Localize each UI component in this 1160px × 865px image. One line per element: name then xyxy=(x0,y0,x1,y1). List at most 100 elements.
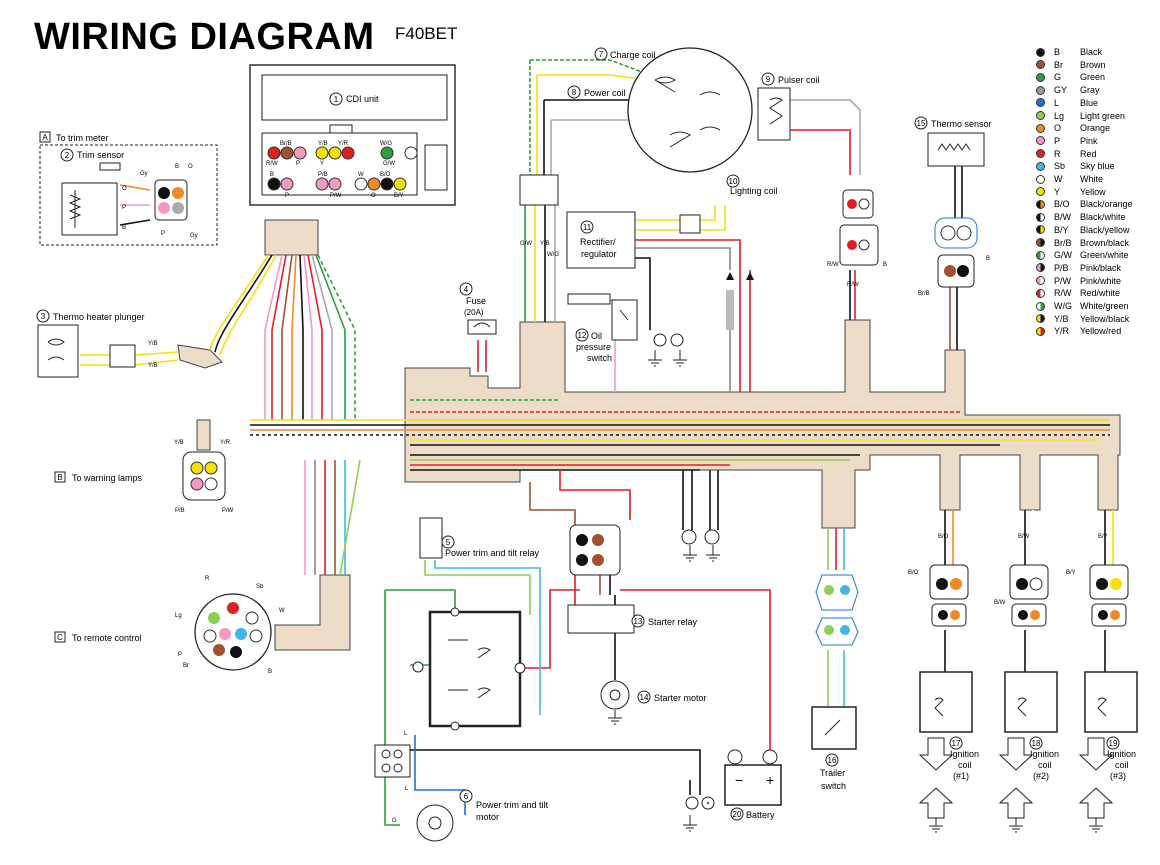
legend-color-name: Pink xyxy=(1080,135,1098,146)
legend-color-name: Brown/black xyxy=(1080,237,1130,248)
pt-motor-label-2: motor xyxy=(476,812,499,822)
power-coil-number: 8 xyxy=(572,88,577,97)
legend-abbr: Y xyxy=(1054,186,1061,197)
warning-wire-label: Y/R xyxy=(220,440,231,446)
ign-wire-label: B/W xyxy=(1018,534,1030,540)
plunger-wire-label: Y/B xyxy=(148,363,158,369)
fuse-number: 4 xyxy=(464,285,469,294)
power-trim-motor: 6 Power trim and tilt motor G L L xyxy=(374,731,549,842)
motor-wire-label: L xyxy=(405,786,409,792)
legend-color-name: Black/white xyxy=(1080,212,1126,223)
trim-wire-label: Gy xyxy=(140,171,148,177)
battery: − + 20 Battery xyxy=(685,749,782,821)
ign3-label: Ignition xyxy=(1107,749,1136,759)
pulser-wire-label: R/W xyxy=(847,282,859,288)
color-swatch-icon xyxy=(1036,111,1045,120)
remote-wire-label: P xyxy=(178,652,182,658)
legend-color-name: Light green xyxy=(1080,110,1126,121)
charge-coil-number: 7 xyxy=(599,50,604,59)
trim-wire-label: P xyxy=(161,231,165,237)
stator-wire-label: Y/B xyxy=(540,241,550,247)
legend-color-name: Pink/black xyxy=(1080,262,1122,273)
starter-motor-label: Starter motor xyxy=(654,693,707,703)
pt-relay-number: 5 xyxy=(446,538,451,547)
oil-switch-label: Oil xyxy=(591,331,602,341)
warning-wire-label: Y/B xyxy=(174,440,184,446)
ign1-label-3: (#1) xyxy=(953,771,969,781)
harness-wires xyxy=(80,59,1114,826)
cdi-pin-label: Br/B xyxy=(280,141,292,147)
battery-minus-icon: − xyxy=(735,772,743,788)
legend-abbr: B/Y xyxy=(1054,224,1069,235)
legend-color-name: Pink/white xyxy=(1080,275,1122,286)
legend-color-name: Green xyxy=(1080,72,1106,83)
stator-wire-label: W/G xyxy=(547,252,559,258)
cdi-pin-label: W xyxy=(358,172,364,178)
trim-wire-label: O xyxy=(122,186,127,192)
rectifier-regulator: 11 Rectifier/ regulator xyxy=(566,211,754,330)
cdi-pin-label: P/B xyxy=(318,172,328,178)
cdi-pin-label: B xyxy=(270,172,274,178)
cdi-pin-label: P/W xyxy=(330,193,342,199)
remote-wire-label: B xyxy=(268,669,272,675)
cdi-pin-label: Y/B xyxy=(318,141,328,147)
legend-abbr: W/G xyxy=(1054,301,1072,311)
lighting-coil-number: 10 xyxy=(729,177,738,186)
ref-badge-c xyxy=(54,631,66,643)
cdi-pin-label: B/Y xyxy=(394,193,404,199)
pulser-wire-label: B xyxy=(883,262,887,268)
legend-color-name: Blue xyxy=(1080,97,1099,108)
motor-wire-label: G xyxy=(392,818,397,824)
trim-sensor-group: A To trim meter 2 Trim sensor O P B Gy B… xyxy=(39,131,218,246)
trim-wire-label: B xyxy=(122,225,126,231)
cdi-number-badge xyxy=(329,92,343,106)
stator-wire-label: G/W xyxy=(520,241,532,247)
ign1-label-2: coil xyxy=(958,760,972,770)
ref-letter-c: C xyxy=(57,633,63,642)
legend-color-name: White xyxy=(1080,174,1104,184)
stator: 7 Charge coil 8 Power coil 10 Lighting c… xyxy=(519,47,778,258)
thermo-sensor-label: Thermo sensor xyxy=(931,119,992,129)
legend-color-name: Black xyxy=(1080,47,1103,57)
pulser-coil-number: 9 xyxy=(766,75,771,84)
legend-color-name: Orange xyxy=(1080,123,1111,134)
legend-color-name: Sky blue xyxy=(1080,161,1115,172)
color-swatch-icon xyxy=(1036,326,1045,336)
color-swatch-icon xyxy=(1036,238,1045,247)
legend-abbr: Br xyxy=(1054,59,1063,70)
legend-item: Br Brown xyxy=(1036,59,1106,71)
ign3-label-3: (#3) xyxy=(1110,771,1126,781)
legend-color-name: White/green xyxy=(1080,301,1129,311)
color-swatch-icon xyxy=(1036,174,1045,184)
color-swatch-icon xyxy=(1036,60,1045,70)
legend-abbr: G/W xyxy=(1054,250,1072,261)
legend-abbr: P/W xyxy=(1054,275,1071,286)
starter-relay-number: 13 xyxy=(634,617,643,626)
trim-sensor-label: Trim sensor xyxy=(77,150,124,160)
motor-wire-label: L xyxy=(404,731,408,737)
legend-color-name: Brown xyxy=(1080,59,1106,70)
thermo-wire-label: Br/B xyxy=(918,291,930,297)
color-swatch-icon xyxy=(1036,225,1045,235)
legend-abbr: L xyxy=(1054,97,1060,108)
color-swatch-icon xyxy=(1036,276,1045,286)
color-swatch-icon xyxy=(1036,98,1045,108)
thermo-sensor-number: 15 xyxy=(917,119,926,128)
cdi-unit: 1 CDI unit Br/B Y/B Y/R W/G R/W P Y xyxy=(249,64,456,206)
legend-abbr: W xyxy=(1054,174,1063,184)
pt-motor-label: Power trim and tilt xyxy=(476,800,549,810)
legend-color-name: Red/white xyxy=(1080,288,1121,299)
page-title: WIRING DIAGRAM xyxy=(34,16,375,58)
to-warning-lamps-label: To warning lamps xyxy=(72,473,143,483)
trailer-switch: 16 Trailer switch xyxy=(811,574,859,791)
trailer-label-2: switch xyxy=(821,781,846,791)
remote-wire-label: Sb xyxy=(256,584,264,590)
lighting-coil-label: Lighting coil xyxy=(730,186,778,196)
